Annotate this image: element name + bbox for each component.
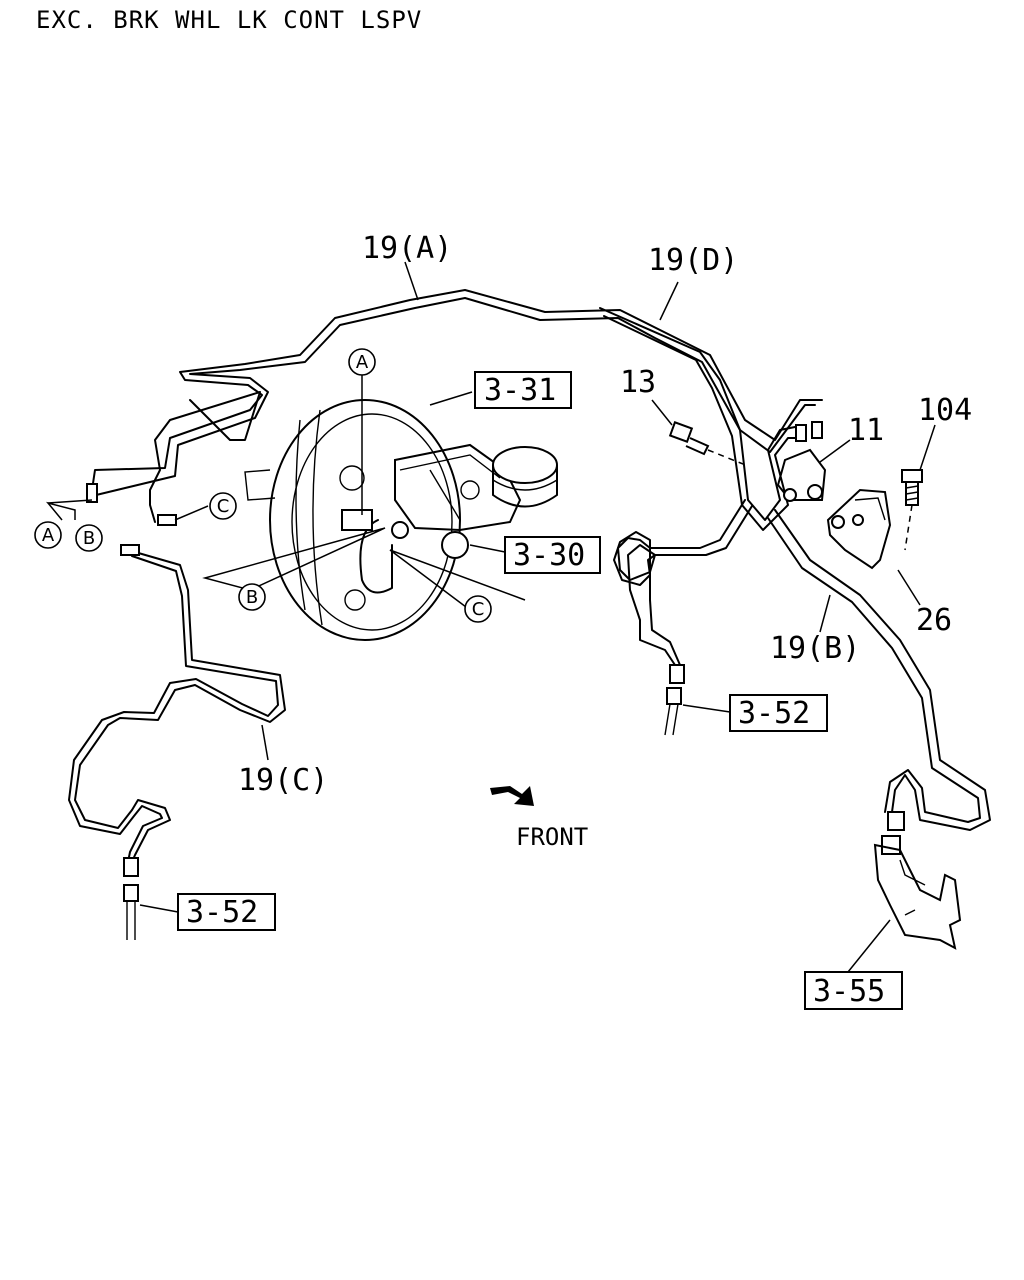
connector-a-left: A [34,521,62,549]
ref-box-3-30-label: 3-30 [513,538,585,573]
label-19c: 19(C) [238,763,328,798]
connector-b-booster: B [238,583,266,611]
hose-3-52-right [664,664,685,736]
fitting-c-end [157,514,177,526]
bracket-3-55 [873,811,962,950]
ref-box-3-52-left-label: 3-52 [186,895,258,930]
ref-box-3-55-label: 3-55 [813,974,885,1009]
svg-text:B: B [83,528,95,549]
leader-lines [45,261,936,973]
svg-text:C: C [472,599,485,620]
front-arrow-icon [490,786,534,806]
connector-b-left: B [75,524,103,552]
ref-box-3-52-left[interactable]: 3-52 [177,893,276,931]
bolt-104 [901,469,923,551]
fitting-a-end [86,483,98,503]
pipe-19b [767,509,991,831]
master-cylinder [341,443,558,559]
label-11: 11 [848,413,884,448]
pipe-19c [68,549,286,863]
label-19b: 19(B) [770,631,860,666]
front-label: FRONT [516,823,588,851]
ref-box-3-52-right-label: 3-52 [738,696,810,731]
pipe-19d [149,307,806,531]
label-26: 26 [916,603,952,638]
bolt-13 [668,421,749,467]
ref-box-3-52-right[interactable]: 3-52 [729,694,828,732]
lspv-valve [776,421,827,502]
ref-box-3-55[interactable]: 3-55 [804,971,903,1010]
connector-c-booster: C [464,595,492,623]
fitting-b-end [120,544,140,556]
ref-box-3-30[interactable]: 3-30 [504,536,601,574]
pipe-19a [91,289,823,497]
ref-box-3-31-label: 3-31 [484,373,556,408]
connector-a-booster: A [348,348,376,376]
label-19a: 19(A) [362,231,452,266]
svg-text:A: A [356,352,369,373]
svg-text:C: C [217,496,230,517]
pipe-loop-front-right [613,499,753,666]
hose-3-52-left [123,857,139,940]
diagram-title: EXC. BRK WHL LK CONT LSPV [36,6,422,34]
connector-c-left: C [209,492,237,520]
label-104: 104 [918,393,972,428]
label-19d: 19(D) [648,243,738,278]
lspv-bracket [826,488,892,570]
label-13: 13 [620,365,656,400]
svg-text:B: B [246,587,258,608]
svg-text:A: A [42,525,55,546]
ref-box-3-31[interactable]: 3-31 [474,371,572,409]
